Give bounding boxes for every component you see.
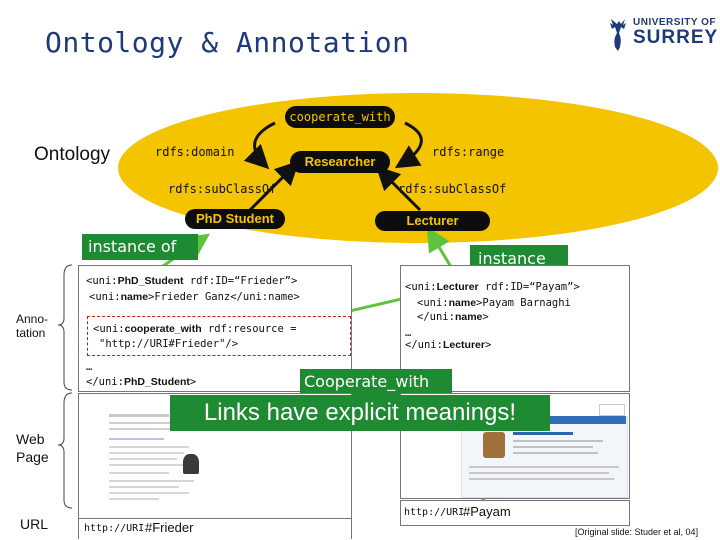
subclass-left-label: rdfs:subClassOf [168,182,277,196]
annotation-side-label: Anno- tation [16,312,49,340]
left-code-line4: "http://URI#Frieder"/> [99,338,239,350]
url-left-box: http://URI#Frieder [78,518,352,539]
url-right-suffix: #Payam [463,504,511,519]
left-code-line6: </uni:PhD_Student> [86,376,197,388]
cooperate-with-box: Cooperate_with [300,369,452,395]
logo-line1: UNIVERSITY OF [633,17,716,28]
subclass-right-label: rdfs:subClassOf [398,182,507,196]
range-label: rdfs:range [432,145,505,159]
links-explicit-meanings-box: Links have explicit meanings! [170,395,550,431]
right-code-line5: </uni:Lecturer> [405,339,492,351]
domain-label: rdfs:domain [155,145,235,159]
left-code-line2: <uni:name>Frieder Ganz</uni:name> [89,291,300,303]
cooperate-highlight [87,316,351,356]
right-code-line4: … [405,327,412,339]
logo-line2: SURREY [633,27,719,48]
right-code-line2: <uni:name>Payam Barnaghi [417,297,571,309]
page-title: Ontology & Annotation [45,26,410,59]
phd-student-node: PhD Student [185,209,285,229]
lecturer-node: Lecturer [375,211,490,231]
left-code-line1: <uni:PhD_Student rdf:ID=“Frieder”> [86,275,298,287]
person-photo [483,432,505,458]
cooperate-with-node: cooperate_with [285,106,395,128]
url-side-label: URL [20,516,49,532]
left-code-line3: <uni:cooperate_with rdf:resource = [93,323,297,335]
instance-of-left-box: instance of [82,234,198,260]
left-code-line5: … [86,361,93,373]
subclass-left-arrow [243,160,300,217]
person-photo [183,454,199,474]
right-code-line3: </uni:name> [417,311,489,323]
right-web-page-thumbnail[interactable] [400,393,630,499]
right-code-line1: <uni:Lecturer rdf:ID=“Payam”> [405,281,580,293]
domain-arrow [243,121,276,170]
url-left-prefix: http://URI [84,523,145,534]
url-right-box: http://URI#Payam [400,500,630,526]
left-annotation-panel: <uni:PhD_Student rdf:ID=“Frieder”> <uni:… [78,265,352,392]
stag-icon [610,19,626,51]
university-logo: UNIVERSITY OF SURREY [605,15,717,55]
web-page-side-label: Web Page [16,431,49,465]
url-right-prefix: http://URI [404,507,465,518]
subclass-right-arrow [375,165,422,212]
researcher-node: Researcher [290,151,390,173]
url-left-suffix: #Frieder [145,520,194,535]
citation: [Original slide: Studer et al, 04] [575,527,699,537]
ontology-label: Ontology [34,144,111,165]
range-arrow [394,121,423,169]
